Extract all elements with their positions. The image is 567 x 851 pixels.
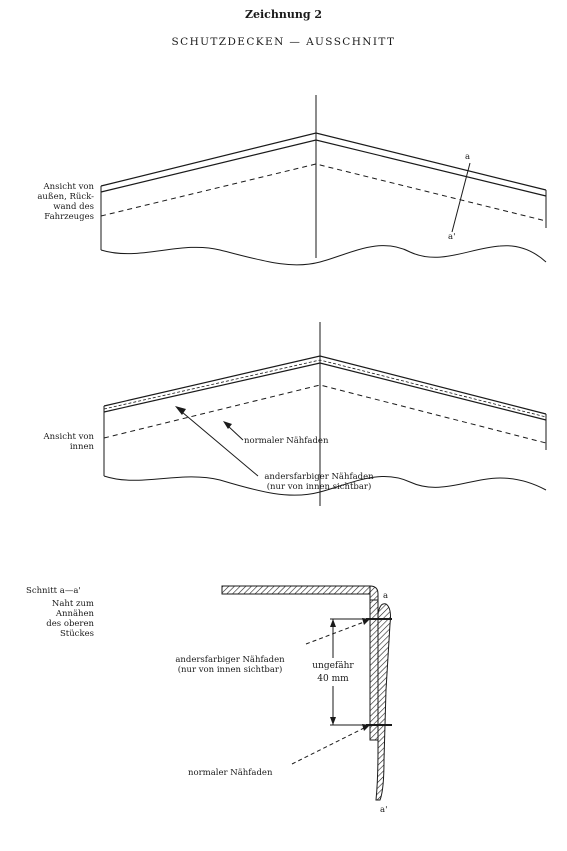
vertical-hatched-band bbox=[369, 599, 379, 741]
cut-mark-a: a bbox=[465, 152, 471, 162]
leader-section-colored-thread-arrowhead bbox=[362, 618, 370, 625]
leader-section-normal-thread bbox=[291, 727, 365, 765]
dimension-40mm bbox=[330, 618, 366, 726]
section-view bbox=[221, 585, 392, 801]
leader-colored-thread-arrowhead bbox=[175, 406, 186, 415]
seam-label: Naht zum Annähen des oberen Stückes bbox=[46, 599, 94, 639]
cut-mark-a-prime: a' bbox=[448, 232, 456, 242]
drawing-number: Zeichnung 2 bbox=[244, 8, 323, 21]
section-colored-thread-label: andersfarbiger Nähfaden (nur von innen s… bbox=[175, 655, 285, 675]
inside-view-label: Ansicht von innen bbox=[43, 432, 94, 452]
section-label: Schnitt a—a' bbox=[26, 586, 81, 596]
torn-edge-outside bbox=[100, 245, 547, 266]
normal-thread-label: normaler Nähfaden bbox=[244, 436, 329, 446]
inside-edge-inner bbox=[103, 362, 547, 421]
leader-section-colored-thread bbox=[305, 621, 365, 645]
folded-fabric-layer bbox=[375, 603, 391, 801]
top-hatched-band bbox=[221, 585, 371, 595]
seam-dashed-inside bbox=[103, 384, 547, 444]
colored-thread-label: andersfarbiger Nähfaden (nur von innen s… bbox=[264, 472, 374, 492]
cut-line-a-a bbox=[451, 162, 471, 233]
colored-thread-line bbox=[103, 359, 547, 418]
cover-edge-outer bbox=[100, 132, 547, 191]
outside-view-label: Ansicht von außen, Rück- wand des Fahrze… bbox=[37, 182, 94, 222]
seam-dashed-outside bbox=[100, 163, 547, 222]
drawing-title: SCHUTZDECKEN — AUSSCHNITT bbox=[171, 36, 396, 48]
inside-view bbox=[103, 322, 547, 506]
cover-edge-inner bbox=[100, 139, 547, 197]
section-normal-thread-label: normaler Nähfaden bbox=[188, 768, 273, 778]
outside-view bbox=[100, 95, 547, 266]
leader-section-normal-thread-arrowhead bbox=[362, 724, 370, 731]
section-mark-a-prime: a' bbox=[380, 805, 388, 815]
section-mark-a: a bbox=[383, 591, 389, 601]
leader-normal-thread bbox=[227, 425, 244, 441]
torn-edge-inside bbox=[103, 475, 547, 496]
dimension-label: ungefähr 40 mm bbox=[312, 661, 354, 684]
leader-normal-thread-arrowhead bbox=[223, 421, 232, 429]
leader-colored-thread bbox=[181, 411, 259, 477]
inside-edge-outer bbox=[103, 355, 547, 415]
